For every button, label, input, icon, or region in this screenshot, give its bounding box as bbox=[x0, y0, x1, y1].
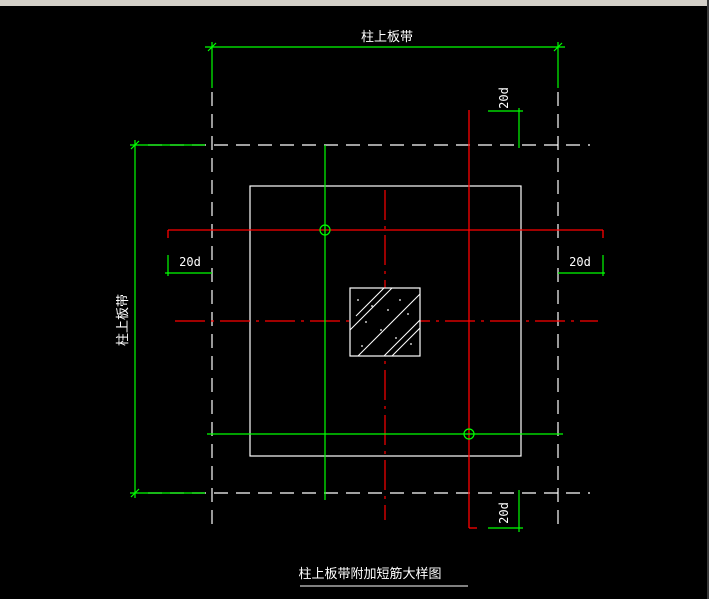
dim-20d-bottom-label: 20d bbox=[497, 502, 511, 524]
additional-rebars bbox=[167, 110, 604, 529]
window-top-strip bbox=[0, 0, 709, 6]
dim-20d-right-label: 20d bbox=[569, 255, 591, 269]
circle-marker-icon bbox=[319, 224, 331, 236]
dimension-lines bbox=[130, 42, 605, 532]
left-strip-dim-label: 柱上板带 bbox=[116, 294, 131, 346]
strip-boundary-lines bbox=[148, 92, 590, 530]
window-right-edge bbox=[707, 0, 709, 599]
drawing-title: 柱上板带附加短筋大样图 bbox=[298, 566, 441, 582]
dim-20d-left-label: 20d bbox=[179, 255, 201, 269]
left-dim-tick-top bbox=[130, 140, 140, 150]
dim-20d-top-label: 20d bbox=[497, 87, 511, 109]
top-dim-tick-right bbox=[553, 42, 563, 52]
top-dim-tick-left bbox=[207, 42, 217, 52]
circle-marker-icon bbox=[463, 428, 475, 440]
left-dim-tick-bottom bbox=[130, 488, 140, 498]
hatched-column-square-icon bbox=[349, 287, 421, 357]
top-strip-dim-label: 柱上板带 bbox=[361, 30, 413, 45]
